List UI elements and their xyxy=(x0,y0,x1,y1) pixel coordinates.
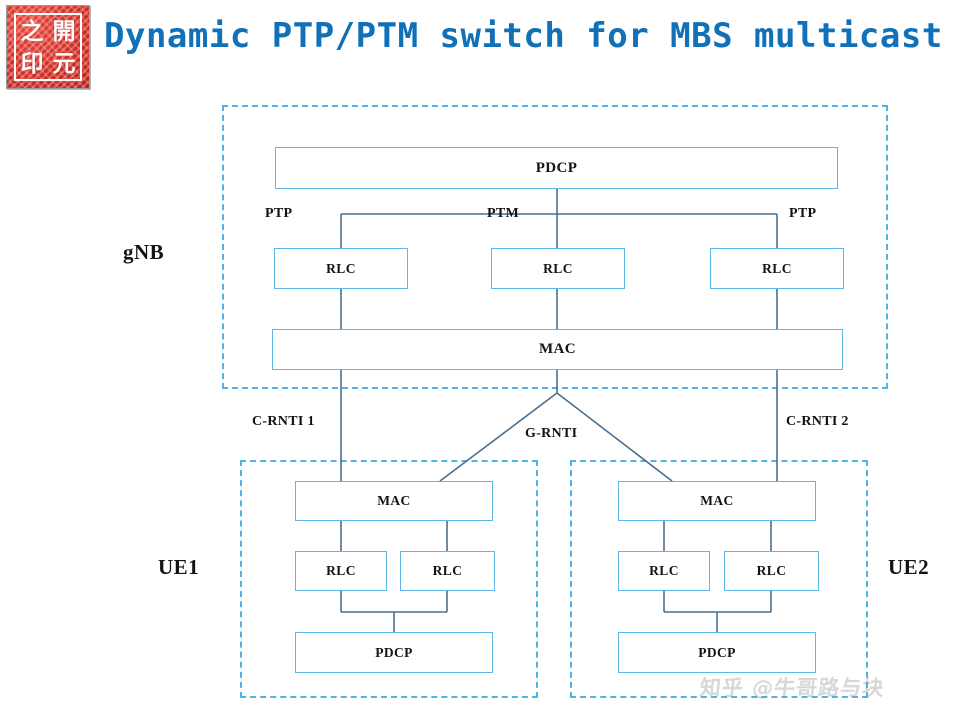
node-gnb-rlc-2: RLC xyxy=(491,248,625,289)
seal-character-2: 開 xyxy=(52,17,76,45)
node-ue2-rlc-2: RLC xyxy=(724,551,819,591)
node-gnb-rlc-3: RLC xyxy=(710,248,844,289)
label-c-rnti-1: C-RNTI 1 xyxy=(252,414,315,429)
node-gnb-rlc-1: RLC xyxy=(274,248,408,289)
node-ue1-mac: MAC xyxy=(295,481,493,521)
seal-character-4: 元 xyxy=(52,49,76,77)
node-ue2-mac: MAC xyxy=(618,481,816,521)
group-boundary-ue1 xyxy=(240,460,538,698)
label-g-rnti: G-RNTI xyxy=(525,426,578,441)
label-ue2: UE2 xyxy=(888,555,930,579)
node-ue2-rlc-1: RLC xyxy=(618,551,710,591)
group-boundary-gnb xyxy=(222,105,888,389)
group-boundary-ue2 xyxy=(570,460,868,698)
label-c-rnti-2: C-RNTI 2 xyxy=(786,414,849,429)
label-bearer-ptp-left: PTP xyxy=(265,206,293,221)
page-header: 之 開 印 元 Dynamic PTP/PTM switch for MBS m… xyxy=(0,0,970,96)
label-ue1: UE1 xyxy=(158,555,200,579)
node-ue1-rlc-2: RLC xyxy=(400,551,495,591)
node-ue1-rlc-1: RLC xyxy=(295,551,387,591)
node-ue1-pdcp: PDCP xyxy=(295,632,493,673)
seal-inner-frame: 之 開 印 元 xyxy=(14,13,82,81)
page-title: Dynamic PTP/PTM switch for MBS multicast xyxy=(104,16,943,56)
node-gnb-mac: MAC xyxy=(272,329,843,370)
seal-character-1: 之 xyxy=(20,17,44,45)
label-bearer-ptp-right: PTP xyxy=(789,206,817,221)
label-bearer-ptm-center: PTM xyxy=(487,206,520,221)
seal-character-3: 印 xyxy=(20,49,44,77)
seal-stamp-icon: 之 開 印 元 xyxy=(6,5,90,89)
label-gnb: gNB xyxy=(123,240,165,264)
node-ue2-pdcp: PDCP xyxy=(618,632,816,673)
node-gnb-pdcp: PDCP xyxy=(275,147,838,189)
